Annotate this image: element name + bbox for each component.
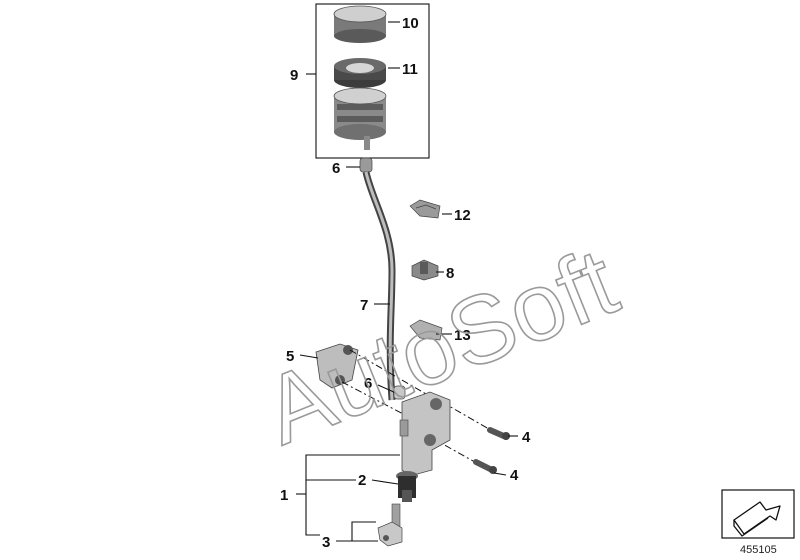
orientation-arrow-icon — [721, 489, 795, 539]
callout-12: 12 — [454, 207, 471, 224]
reservoir-body — [333, 87, 387, 150]
callout-4-lower: 4 — [510, 467, 519, 484]
reservoir-cap — [333, 5, 387, 43]
callout-4-upper: 4 — [522, 429, 531, 446]
alignment-line-upper — [349, 349, 441, 403]
callout-10: 10 — [402, 15, 419, 32]
callout-13: 13 — [454, 327, 471, 344]
callout-5: 5 — [286, 348, 294, 365]
callout-8: 8 — [446, 265, 454, 282]
reservoir-diaphragm — [334, 58, 386, 88]
callout-2: 2 — [358, 472, 366, 489]
master-cylinder — [399, 391, 451, 477]
callout-7: 7 — [360, 297, 368, 314]
callout-3: 3 — [322, 534, 330, 551]
callout-1: 1 — [280, 487, 288, 504]
rubber-boot — [396, 471, 418, 502]
callout-6-upper: 6 — [332, 160, 340, 177]
callout-9: 9 — [290, 67, 298, 84]
hose-clip-8 — [411, 259, 439, 281]
hose-clip-12 — [409, 199, 441, 219]
callout-6-lower: 6 — [364, 375, 372, 392]
diagram-part-number: 455105 — [740, 544, 777, 556]
group-1-bracket — [305, 454, 400, 536]
hose-clamp-upper — [359, 157, 373, 173]
alignment-line-lower — [341, 381, 431, 429]
reservoir-group-box — [315, 3, 430, 159]
pushrod — [377, 503, 403, 547]
callout-11: 11 — [402, 61, 418, 78]
bolt-lower — [473, 459, 497, 474]
group-3-bracket — [336, 521, 376, 542]
bolt-upper — [487, 427, 510, 440]
